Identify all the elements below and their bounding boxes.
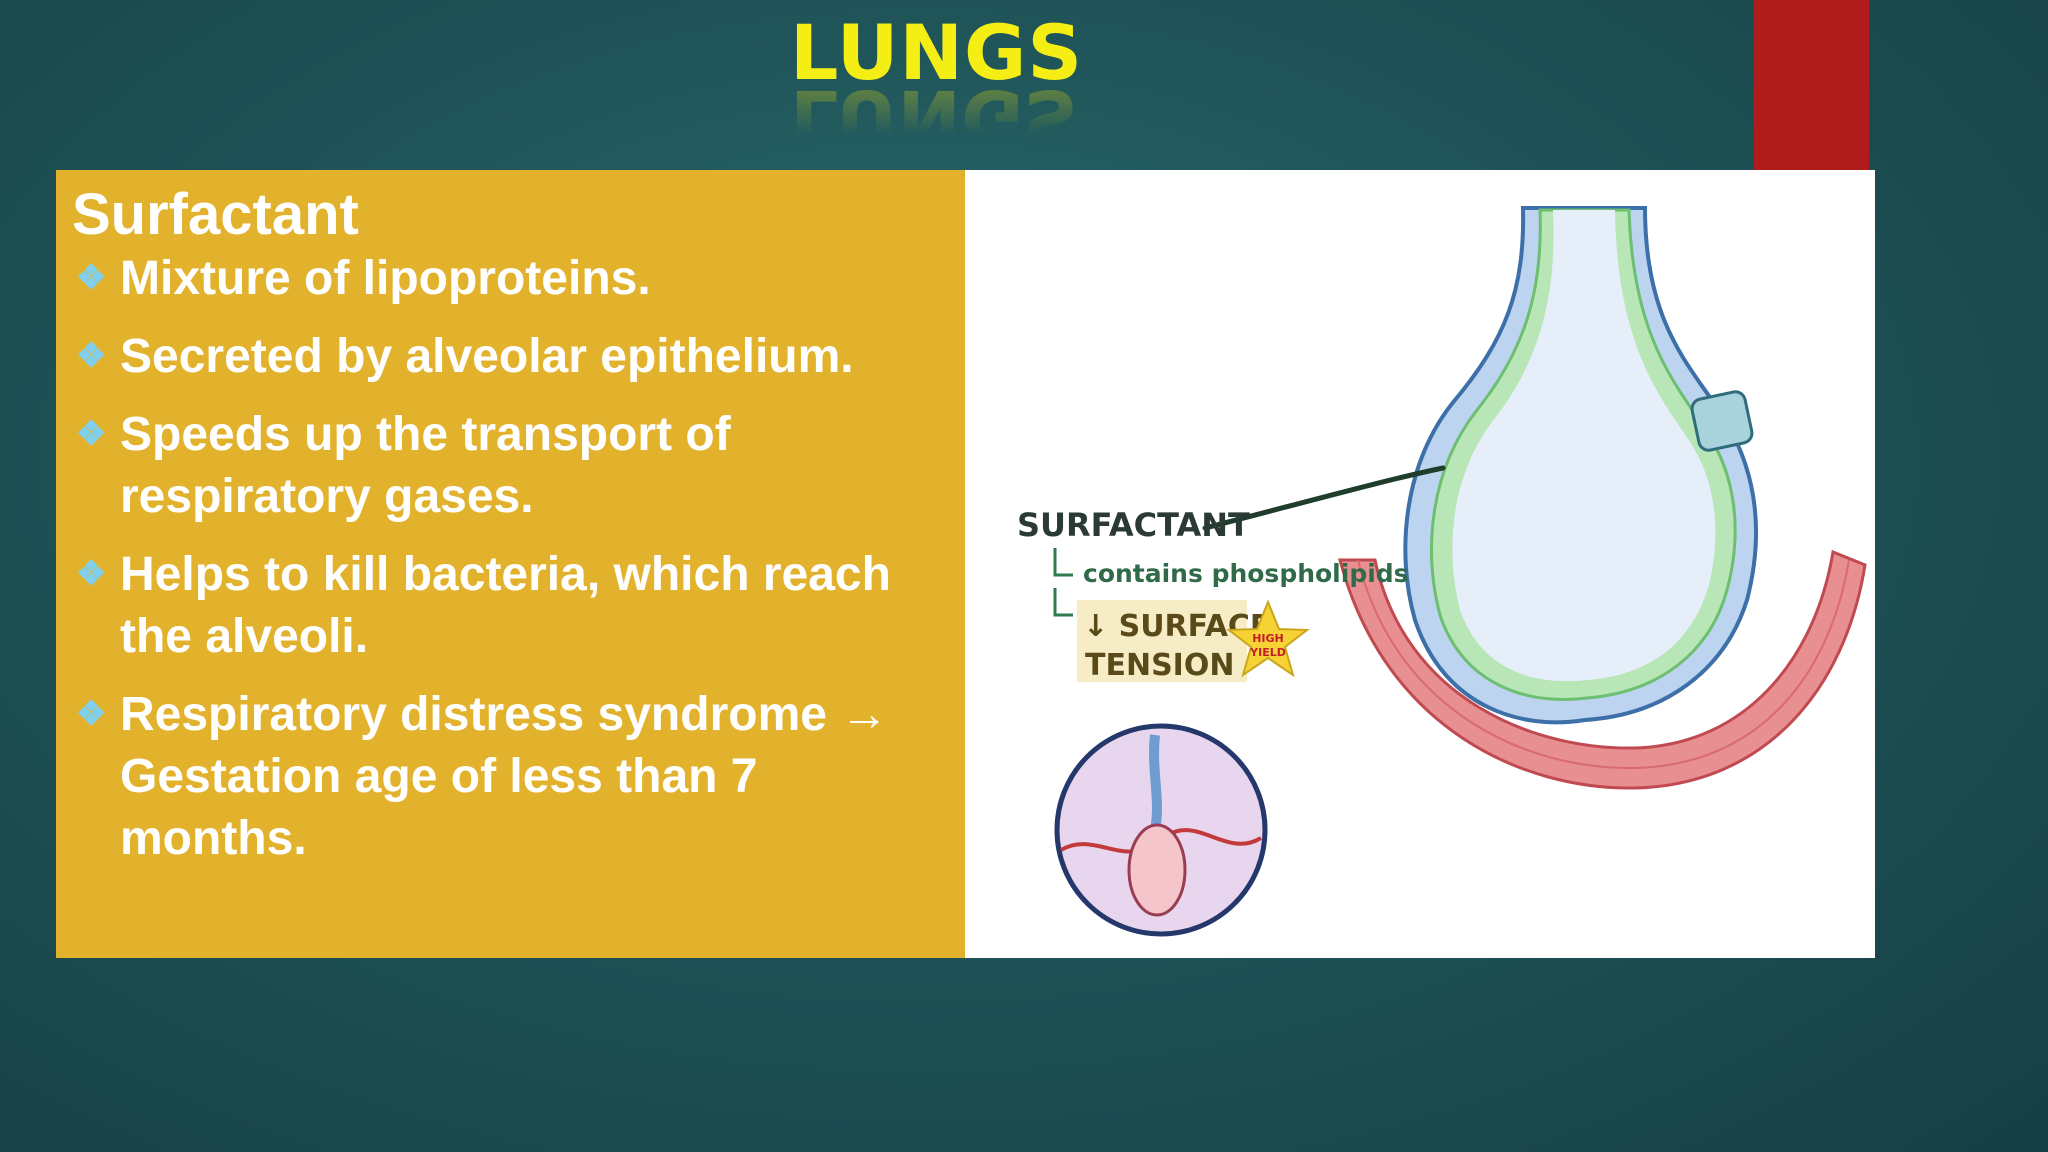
four-diamond-bullet-icon: ❖: [76, 695, 107, 733]
bullet-text: Speeds up the transport of respiratory g…: [120, 408, 731, 523]
surfactant-pointer: [1202, 465, 1446, 531]
bullet-text: Secreted by alveolar epithelium.: [120, 330, 854, 383]
four-diamond-bullet-icon: ❖: [76, 259, 107, 297]
label-contains: contains phospholipids: [1083, 559, 1409, 588]
badge-high: HIGH: [1252, 632, 1284, 645]
bullet-text: Helps to kill bacteria, which reach the …: [120, 548, 891, 663]
alveolar-air-space: [1452, 210, 1716, 682]
bullet-item: ❖ Helps to kill bacteria, which reach th…: [72, 544, 952, 668]
high-yield-star-icon: [1226, 599, 1310, 678]
inset-acinus: [1127, 823, 1187, 917]
accent-bar: [1754, 0, 1869, 170]
type2-cell: [1690, 390, 1754, 452]
badge-yield: YIELD: [1249, 646, 1286, 659]
slide-title-reflection: LUNGS: [790, 73, 1079, 162]
text-panel: Surfactant ❖ Mixture of lipoproteins. ❖ …: [56, 170, 965, 958]
bullet-item: ❖ Secreted by alveolar epithelium.: [72, 326, 952, 388]
label-surfactant: SURFACTANT: [1017, 506, 1250, 544]
bullet-text: Mixture of lipoproteins.: [120, 252, 651, 305]
bullet-item: ❖ Mixture of lipoproteins.: [72, 248, 952, 310]
section-heading: Surfactant: [72, 182, 359, 247]
bullet-list: ❖ Mixture of lipoproteins. ❖ Secreted by…: [72, 248, 952, 886]
bullet-text: Respiratory distress syndrome → Gestatio…: [120, 688, 889, 865]
label-tension-2: TENSION: [1085, 648, 1234, 683]
four-diamond-bullet-icon: ❖: [76, 337, 107, 375]
bullet-item: ❖ Speeds up the transport of respiratory…: [72, 404, 952, 528]
capillary-inner-line: [1357, 559, 1850, 770]
label-connector-2: [1053, 588, 1073, 617]
four-diamond-bullet-icon: ❖: [76, 555, 107, 593]
label-connector-1: [1053, 548, 1073, 577]
tension-highlight: [1077, 600, 1247, 682]
four-diamond-bullet-icon: ❖: [76, 415, 107, 453]
bullet-item: ❖ Respiratory distress syndrome → Gestat…: [72, 684, 952, 870]
illustration-panel: SURFACTANT contains phospholipids ↓ SURF…: [965, 170, 1875, 958]
capillary-outer: [1338, 549, 1867, 790]
inset-bronchiole: [1149, 734, 1162, 831]
slide-title: LUNGS: [790, 8, 1084, 97]
title-wrap: LUNGS LUNGS: [790, 8, 1090, 163]
alveolus-illustration: SURFACTANT contains phospholipids ↓ SURF…: [1017, 206, 1867, 937]
